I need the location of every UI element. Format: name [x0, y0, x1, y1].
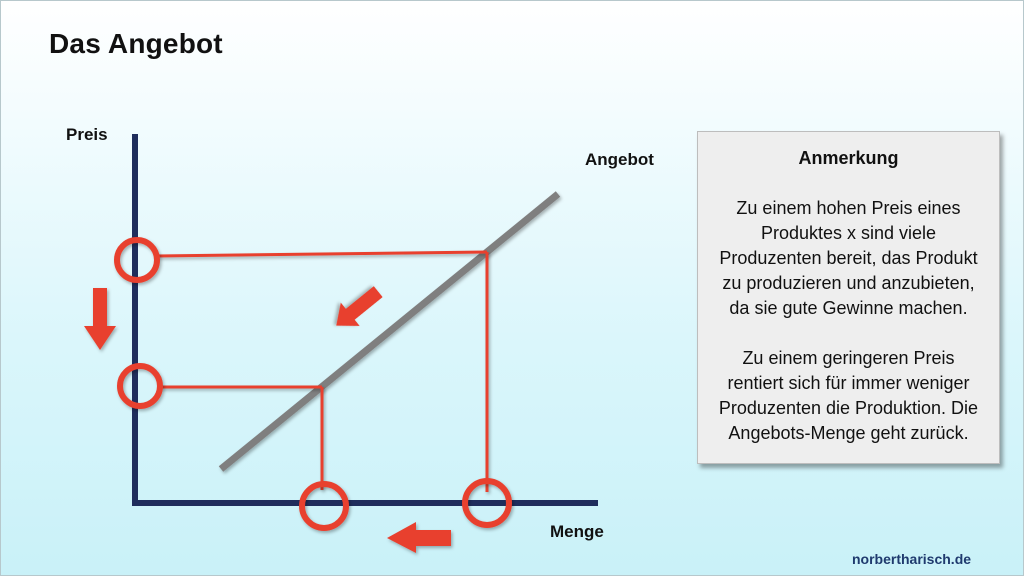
- circle-marker-icon: [462, 478, 512, 528]
- supply-curve: [218, 191, 561, 472]
- high-price-guides: [155, 250, 489, 492]
- low-price-guides: [160, 385, 324, 490]
- note-title: Anmerkung: [798, 148, 899, 168]
- circle-marker-icon: [114, 237, 160, 283]
- arrow-left-icon: [387, 522, 451, 553]
- credit-link[interactable]: norbertharisch.de: [852, 551, 972, 567]
- note-paragraph-1: Zu einem hohen Preis eines Produktes x s…: [719, 198, 978, 318]
- y-axis-label: Preis: [66, 125, 108, 144]
- arrow-down-icon: [84, 288, 116, 350]
- arrow-down-left-icon: [336, 286, 383, 326]
- x-axis-label: Menge: [550, 522, 604, 541]
- curve-label: Angebot: [585, 150, 654, 169]
- circle-marker-icon: [299, 481, 349, 531]
- slide-title: Das Angebot: [49, 28, 223, 59]
- circle-marker-icon: [117, 363, 163, 409]
- note-paragraph-2: Zu einem geringeren Preis rentiert sich …: [718, 348, 979, 443]
- note-box: Anmerkung Zu einem hohen Preis eines Pro…: [697, 131, 1000, 464]
